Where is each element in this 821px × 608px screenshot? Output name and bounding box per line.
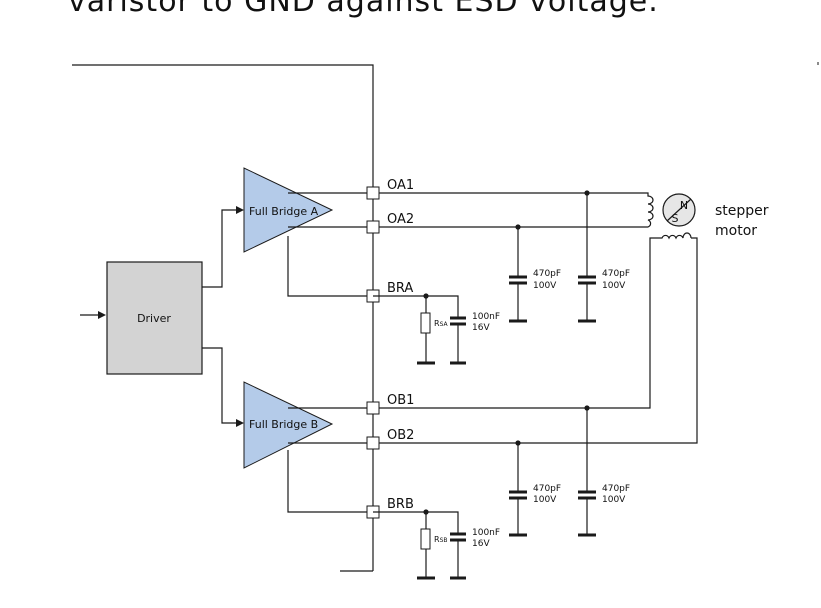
cap-cb2-voltage: 100V <box>602 495 626 505</box>
pin-bra-label: BRA <box>387 281 413 296</box>
bridge-b-output-wires <box>287 237 698 513</box>
resistor-rsb-icon <box>420 528 431 550</box>
pin-ob1-box <box>366 401 380 415</box>
sense-network-a <box>373 295 466 365</box>
full-bridge-b: Full Bridge B <box>243 381 334 469</box>
driver-to-bridge-wires <box>202 206 244 427</box>
driver-label: Driver <box>137 312 171 325</box>
resistor-rsb-label: RSB <box>434 535 448 544</box>
pin-brb-label: BRB <box>387 497 414 512</box>
full-bridge-a-label: Full Bridge A <box>249 205 319 218</box>
pin-oa1-label: OA1 <box>387 178 414 193</box>
cap-ca1-voltage: 100V <box>533 281 557 291</box>
coil-a-icon <box>640 192 654 228</box>
cap-cb1-voltage: 100V <box>533 495 557 505</box>
cap-csa-value: 100nF <box>472 312 500 322</box>
cap-csa-voltage: 16V <box>472 323 490 333</box>
pin-ob2-box <box>366 436 380 450</box>
cap-csb-voltage: 16V <box>472 539 490 549</box>
pin-oa2-box <box>366 220 380 234</box>
full-bridge-b-label: Full Bridge B <box>249 418 318 431</box>
motor-label-line1: stepper <box>715 203 769 219</box>
resistor-rsa-icon <box>420 312 431 334</box>
motor-label-line2: motor <box>715 223 757 239</box>
capacitor-ca2-icon <box>578 193 596 323</box>
driver-input-arrow <box>80 311 106 319</box>
cap-cb2-value: 470pF <box>602 484 630 494</box>
full-bridge-a: Full Bridge A <box>243 167 334 253</box>
driver-block: Driver <box>106 261 203 375</box>
pin-ob2-label: OB2 <box>387 428 414 443</box>
cap-csb-value: 100nF <box>472 528 500 538</box>
page-heading: varistor to GND against ESD voltage. <box>68 0 659 19</box>
sense-network-b <box>373 511 466 580</box>
coil-b-icon <box>660 232 692 240</box>
pin-oa1-box <box>366 186 380 200</box>
rotor-icon: N S <box>662 193 696 227</box>
cap-ca2-value: 470pF <box>602 269 630 279</box>
rotor-pole-s: S <box>672 212 679 225</box>
pin-oa2-label: OA2 <box>387 212 414 227</box>
resistor-rsa-label: RSA <box>434 319 448 328</box>
capacitor-cb1-icon <box>509 443 527 537</box>
capacitor-cb2-icon <box>578 408 596 537</box>
cap-cb1-value: 470pF <box>533 484 561 494</box>
pin-ob1-label: OB1 <box>387 393 414 408</box>
junction-dots <box>423 190 590 515</box>
cap-ca1-value: 470pF <box>533 269 561 279</box>
cap-ca2-voltage: 100V <box>602 281 626 291</box>
rotor-pole-n: N <box>680 199 688 212</box>
capacitor-ca1-icon <box>509 227 527 323</box>
